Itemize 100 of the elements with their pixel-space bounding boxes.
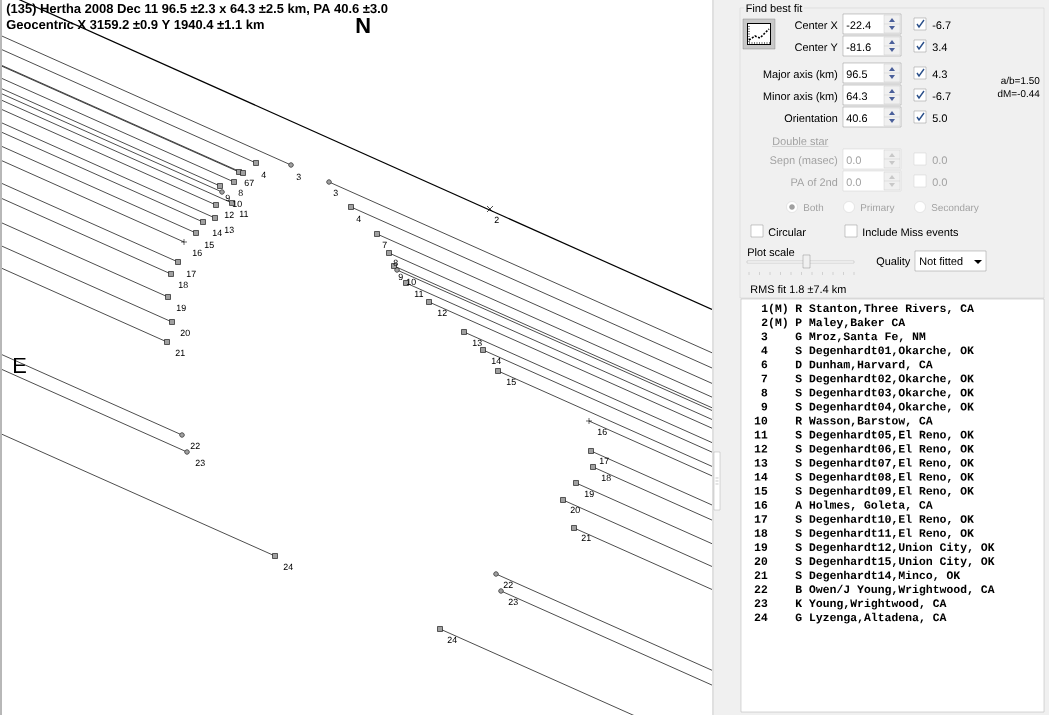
row-number: 9 <box>761 402 768 411</box>
chord-number: 2 <box>494 216 499 223</box>
observer-entry: S Degenhardt09,El Reno, OK <box>795 486 974 497</box>
chord-number: 19 <box>176 304 186 312</box>
observer-entry: S Degenhardt10,El Reno, OK <box>795 514 974 526</box>
chord-number: 17 <box>599 457 609 464</box>
observer-entry: S Degenhardt08,El Reno, OK <box>795 472 974 483</box>
subtitle: Geocentric X 3159.2 ±0.9 Y 1940.4 ±1.1 km <box>6 19 264 30</box>
panel-text: RMS fit 1.8 ±7.4 km <box>751 285 846 294</box>
observer-entry: G Mroz,Santa Fe, NM <box>795 332 926 343</box>
row-number: 3 <box>761 332 768 341</box>
chord-number: 20 <box>570 506 580 514</box>
chord-number: 9 <box>225 194 230 202</box>
field-label: Major axis (km) <box>763 70 838 81</box>
fit-result: dM=-0.44 <box>997 89 1040 98</box>
chord-number: 13 <box>472 339 482 347</box>
input-field: 96.5 <box>842 62 902 84</box>
panel-text: Quality <box>876 257 911 268</box>
chord-number: 18 <box>178 281 188 289</box>
chord-number: 12 <box>224 211 234 218</box>
link: Double star <box>773 137 829 146</box>
compass-letter: N <box>356 17 370 33</box>
observer-entry: P Maley,Baker CA <box>795 317 906 329</box>
field-label: Orientation <box>784 114 838 123</box>
observer-entry: K Young,Wrightwood, CA <box>795 598 947 610</box>
observer-entry: S Degenhardt07,El Reno, OK <box>795 458 974 469</box>
input-field: 64.3 <box>842 84 902 106</box>
chord-number: 22 <box>503 581 513 588</box>
row-number: 23 <box>754 599 768 608</box>
row-number: 2(M) <box>761 317 787 329</box>
observer-entry: S Degenhardt14,Minco, OK <box>795 570 961 582</box>
checkbox: -6.7 <box>913 17 951 31</box>
observer-entry: S Degenhardt15,Union City, OK <box>795 556 995 568</box>
row-number: 22 <box>754 585 768 593</box>
chord-number: 19 <box>584 490 594 498</box>
observer-entry: S Degenhardt06,El Reno, OK <box>795 444 974 455</box>
chord-number: 22 <box>190 442 200 449</box>
field-label: Sepn (masec) <box>770 156 838 167</box>
chord-number: 16 <box>192 249 202 257</box>
input-field: -22.4 <box>842 13 902 35</box>
input-field: 40.6 <box>842 106 902 128</box>
chord-number: 6 <box>244 179 249 187</box>
row-number: 15 <box>754 487 768 495</box>
chord-number: 12 <box>437 309 447 316</box>
observer-entry: R Wasson,Barstow, CA <box>795 416 933 427</box>
checkbox: Include Miss events <box>844 224 958 238</box>
chord-number: 8 <box>393 259 398 267</box>
chord-number: 17 <box>186 270 196 277</box>
chord-number: 14 <box>212 229 222 236</box>
row-number: 18 <box>754 529 768 537</box>
observer-entry: S Degenhardt04,Okarche, OK <box>795 402 974 413</box>
chord-number: 24 <box>447 636 457 643</box>
checkbox: 0.0 <box>913 174 947 188</box>
radio-button: Primary <box>843 201 895 214</box>
row-number: 21 <box>754 571 768 579</box>
row-number: 20 <box>754 557 768 565</box>
chord-number: 24 <box>283 563 293 570</box>
observer-entry: S Degenhardt11,El Reno, OK <box>795 528 974 540</box>
chord-number: 7 <box>249 179 254 186</box>
observer-entry: S Degenhardt05,El Reno, OK <box>795 430 974 441</box>
chord-number: 23 <box>508 598 518 606</box>
chord-number: 21 <box>581 534 591 541</box>
chord-number: 3 <box>333 189 338 197</box>
field-label: Center X <box>795 21 838 30</box>
field-label: PA of 2nd <box>791 178 838 187</box>
chord-number: 15 <box>506 378 516 386</box>
dropdown: Not fitted <box>914 250 987 272</box>
chord-number: 9 <box>398 273 403 281</box>
row-number: 17 <box>754 515 768 523</box>
row-number: 1(M) <box>761 303 787 315</box>
field-label: Center Y <box>795 43 838 52</box>
chord-number: 4 <box>356 215 361 222</box>
chord-number: 16 <box>597 428 607 436</box>
row-number: 10 <box>754 416 768 425</box>
row-number: 16 <box>754 501 768 509</box>
checkbox: 0.0 <box>913 152 947 166</box>
input-field: 0.0 <box>842 170 902 192</box>
observer-entry: A Holmes, Goleta, CA <box>795 500 933 511</box>
chord-number: 8 <box>238 189 243 197</box>
chord-number: 21 <box>175 349 185 356</box>
observer-entry: S Degenhardt01,Okarche, OK <box>795 345 974 357</box>
chord-number: 20 <box>180 329 190 337</box>
row-number: 7 <box>761 374 768 383</box>
checkbox: Circular <box>750 224 806 238</box>
row-number: 19 <box>754 543 768 551</box>
observer-entry: R Stanton,Three Rivers, CA <box>795 303 974 315</box>
row-number: 11 <box>754 430 768 439</box>
group-title: Find best fit <box>744 2 804 14</box>
chord-number: 23 <box>195 459 205 467</box>
observer-entry: D Dunham,Harvard, CA <box>795 359 933 371</box>
input-field: -81.6 <box>842 35 902 57</box>
observer-entry: G Lyzenga,Altadena, CA <box>795 612 947 624</box>
checkbox: 5.0 <box>913 110 947 124</box>
compass-letter: E <box>14 357 26 373</box>
input-field: 0.0 <box>842 148 902 170</box>
row-number: 4 <box>761 346 768 355</box>
row-number: 24 <box>754 613 768 622</box>
observer-entry: B Owen/J Young,Wrightwood, CA <box>795 584 995 596</box>
checkbox: 3.4 <box>913 39 948 53</box>
chord-number: 15 <box>204 241 214 249</box>
